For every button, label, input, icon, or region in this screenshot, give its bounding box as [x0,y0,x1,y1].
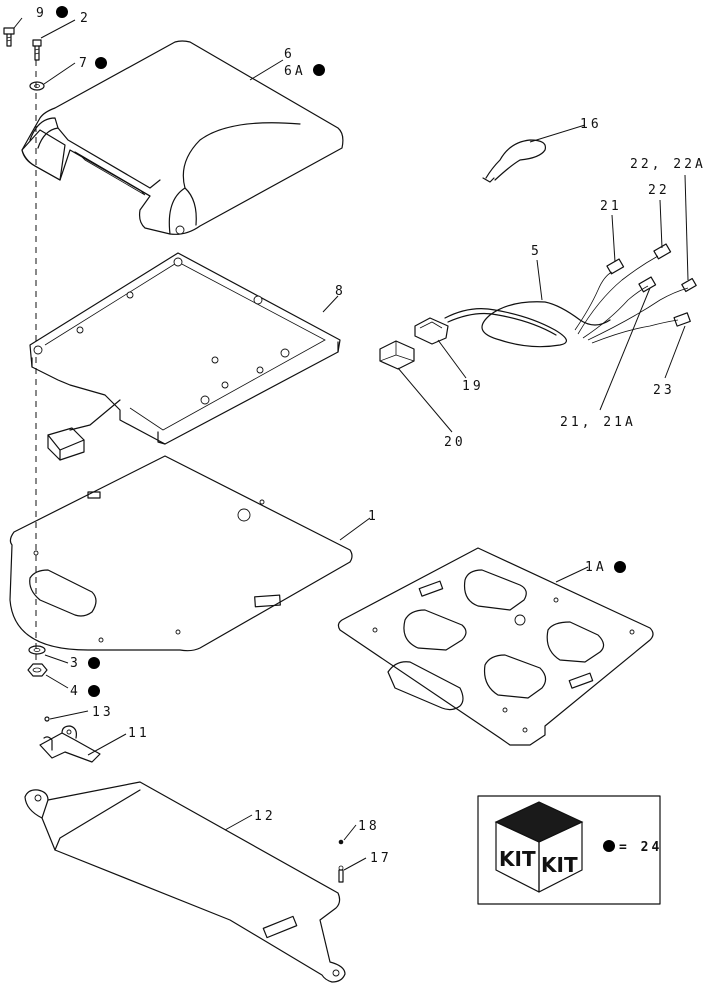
callout-1a: 1A [585,560,607,575]
callout-23: 23 [653,383,675,398]
part-20-connector [379,340,415,370]
kit-box-icon: KIT KIT [494,801,584,893]
part-1a-plate [337,547,654,746]
callout-labels: 9 2 7 6 6A 16 22, 22A 22 21 5 8 19 23 21… [36,6,704,866]
callout-17: 17 [370,851,392,866]
part-4-nut [27,663,48,677]
part-17-pin [338,865,344,883]
callout-6: 6 [284,47,295,62]
part-9-bolt [3,27,15,47]
kit-legend-dot [603,840,615,852]
callout-22-22a: 22, 22A [630,157,704,172]
part-12-shield [24,781,346,983]
callout-21-21a: 21, 21A [560,415,636,430]
kit-marker-dots [56,6,626,697]
callout-22: 22 [648,183,670,198]
callout-19: 19 [462,379,484,394]
callout-7: 7 [79,56,90,71]
kit-legend-equals: = 24 [619,840,662,855]
callout-8: 8 [335,284,346,299]
part-1-pan [9,455,353,652]
callout-1: 1 [368,509,379,524]
kit-legend: KIT KIT = 24 [477,795,662,905]
kit-box-text-left: KIT [499,847,536,871]
callout-11: 11 [128,726,150,741]
callout-6a: 6A [284,64,306,79]
callout-13: 13 [92,705,114,720]
callout-9: 9 [36,6,47,21]
kit-box-text-right: KIT [541,853,578,877]
part-18-rivet [338,839,344,845]
part-7-washer [29,81,45,91]
part-3-washer [28,645,46,655]
callout-3: 3 [70,656,81,671]
part-11-bracket [39,725,101,763]
callout-16: 16 [580,117,602,132]
leader-lines [13,17,689,871]
callout-12: 12 [254,809,276,824]
callout-20: 20 [444,435,466,450]
part-13-pin [44,716,50,722]
part-16-strap [482,139,547,183]
plate-8-holes [33,257,290,405]
part-5-wire-harness [414,243,697,348]
kit-legend-frame [477,795,661,905]
callout-18: 18 [358,819,380,834]
part-2-bolt [32,39,42,61]
part-8-base-plate [29,252,341,461]
callout-4: 4 [70,684,81,699]
callout-5: 5 [531,244,542,259]
callout-2: 2 [80,11,91,26]
part-6-cover [21,40,344,235]
callout-21: 21 [600,199,622,214]
